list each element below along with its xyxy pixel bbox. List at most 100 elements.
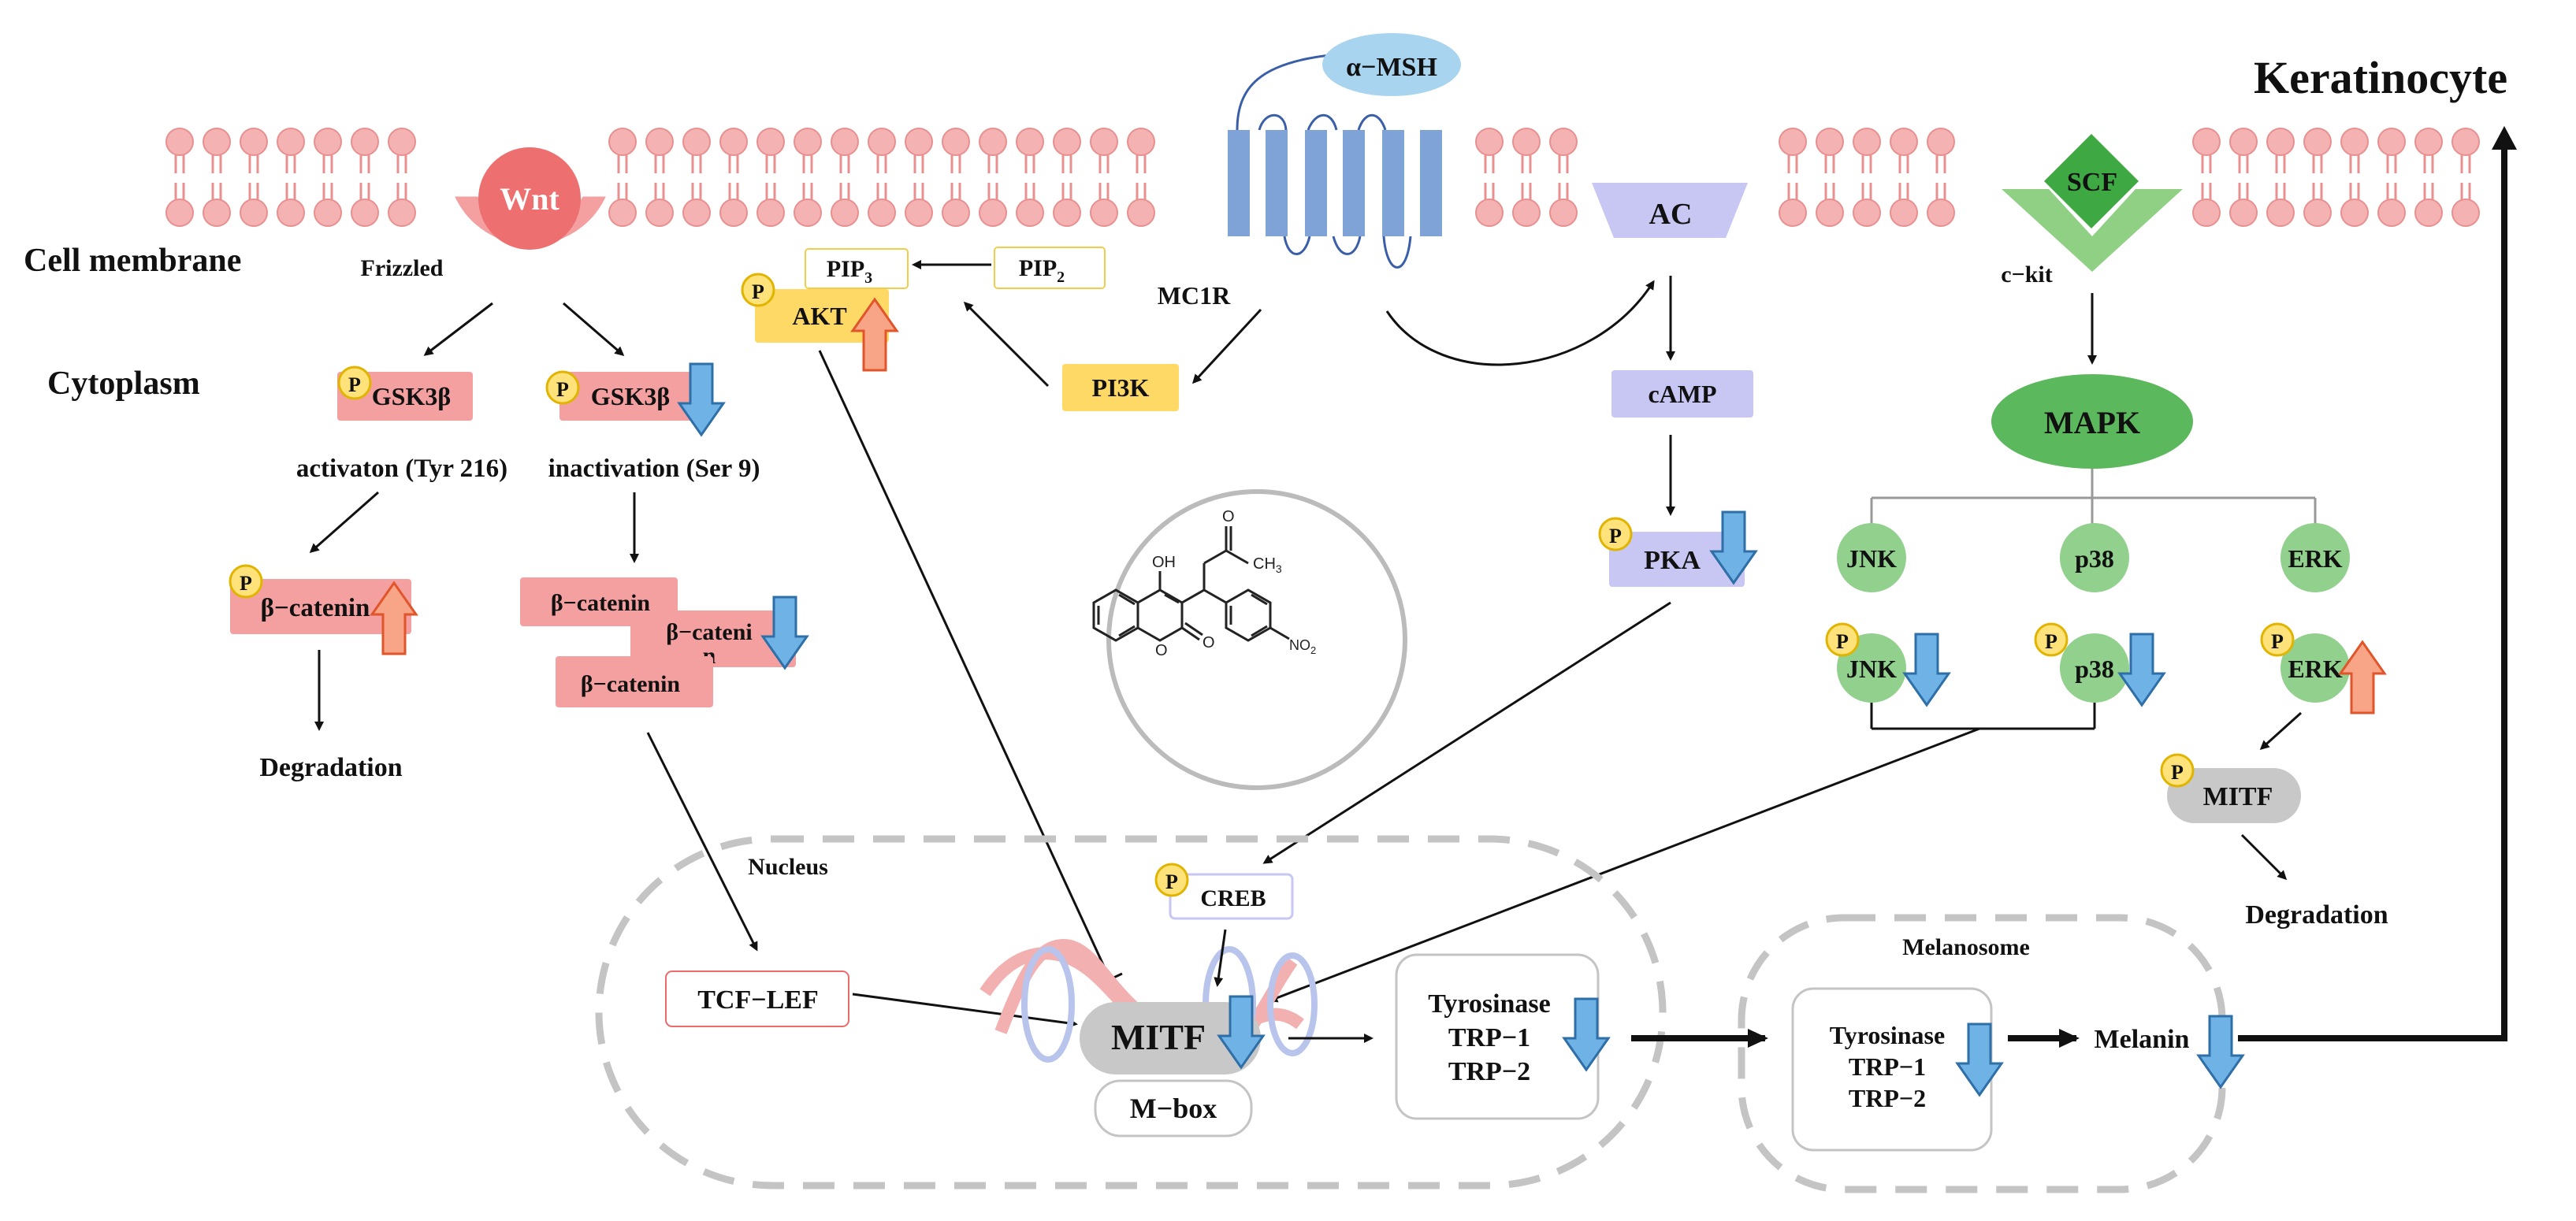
phospho-badge: P bbox=[545, 370, 580, 405]
genes-box-nucleus: Tyrosinase TRP−1 TRP−2 bbox=[1395, 953, 1600, 1120]
gsk3b-inactive-box: GSK3β bbox=[559, 372, 695, 421]
svg-text:PIP3: PIP3 bbox=[827, 256, 872, 287]
pka-box: PKA bbox=[1609, 532, 1745, 587]
p38-node: p38 bbox=[2060, 523, 2129, 592]
arrowhead-keratinocyte bbox=[2492, 126, 2517, 150]
lipid-molecule bbox=[645, 127, 675, 228]
svg-text:O: O bbox=[1203, 634, 1215, 651]
lipid-molecule bbox=[756, 127, 786, 228]
phospho-badge: P bbox=[2260, 622, 2295, 657]
pip3-box: PIP3 bbox=[805, 248, 909, 289]
p38-phospho-node: p38 bbox=[2060, 633, 2129, 703]
lipid-molecule bbox=[793, 127, 823, 228]
svg-text:TRP−2: TRP−2 bbox=[1448, 1057, 1530, 1086]
compound-structure: OH CH3 O O O NO2 bbox=[1092, 489, 1407, 790]
phospho-badge: P bbox=[337, 366, 372, 400]
lipid-molecule bbox=[1089, 127, 1119, 228]
lipid-molecule bbox=[165, 127, 195, 228]
ac-enzyme: AC bbox=[1592, 183, 1748, 238]
lipid-molecule bbox=[867, 127, 897, 228]
svg-text:PIP2: PIP2 bbox=[1019, 255, 1065, 286]
activation-label: activaton (Tyr 216) bbox=[296, 455, 507, 483]
lipid-molecule bbox=[1889, 127, 1919, 228]
lipid-molecule bbox=[2228, 127, 2258, 228]
lipid-molecule bbox=[1052, 127, 1082, 228]
svg-text:M−box: M−box bbox=[1130, 1093, 1217, 1124]
svg-text:P: P bbox=[1165, 870, 1178, 893]
svg-text:JNK: JNK bbox=[1846, 544, 1897, 573]
svg-text:P: P bbox=[2045, 630, 2057, 653]
lipid-molecule bbox=[2451, 127, 2481, 228]
mapk-branch-lines bbox=[1870, 469, 2317, 529]
gsk3b-inactive-label: GSK3β bbox=[591, 382, 670, 410]
pka-label: PKA bbox=[1644, 546, 1701, 575]
lipid-molecule bbox=[830, 127, 860, 228]
lipid-molecule bbox=[2303, 127, 2333, 228]
lipid-molecule bbox=[904, 127, 934, 228]
creb-box: CREB bbox=[1169, 873, 1294, 920]
svg-text:Tyrosinase: Tyrosinase bbox=[1428, 989, 1551, 1019]
lipid-molecule bbox=[719, 127, 749, 228]
svg-text:ERK: ERK bbox=[2288, 655, 2342, 683]
alpha-msh-ligand: α−MSH bbox=[1322, 33, 1461, 96]
lipid-molecule bbox=[608, 127, 637, 228]
lipid-molecule bbox=[2266, 127, 2295, 228]
erk-node: ERK bbox=[2280, 523, 2350, 592]
cytoplasm-label: Cytoplasm bbox=[47, 366, 200, 402]
jnk-node: JNK bbox=[1837, 523, 1906, 592]
lipid-molecule bbox=[2191, 127, 2221, 228]
svg-text:CH3: CH3 bbox=[1253, 555, 1282, 575]
svg-text:TRP−1: TRP−1 bbox=[1849, 1052, 1926, 1081]
beta-catenin-box: β−catenin bbox=[230, 579, 411, 634]
lipid-molecule bbox=[239, 127, 269, 228]
lipid-molecule bbox=[2340, 127, 2370, 228]
lipid-molecule bbox=[1548, 127, 1578, 228]
svg-text:β−catenin: β−catenin bbox=[581, 671, 681, 697]
lipid-molecule bbox=[1015, 127, 1045, 228]
scf-label: SCF bbox=[2067, 168, 2117, 197]
arrow-mitf-to-degradation bbox=[2240, 833, 2288, 881]
lipid-molecule bbox=[1511, 127, 1541, 228]
arrow-erk-to-mitf bbox=[2259, 711, 2303, 751]
svg-text:p38: p38 bbox=[2075, 544, 2114, 573]
mitf-cytoplasm-box: MITF bbox=[2167, 768, 2301, 823]
frizzled-label: Frizzled bbox=[361, 255, 444, 281]
mbox-box: M−box bbox=[1094, 1079, 1253, 1137]
mitf-nucleus-box: MITF bbox=[1080, 1002, 1261, 1074]
svg-text:P: P bbox=[2271, 630, 2284, 653]
arrow-pi3k-to-akt bbox=[963, 301, 1050, 388]
arrow-jnk-p38-to-mitf bbox=[1268, 727, 1980, 1003]
svg-text:P: P bbox=[752, 280, 764, 303]
arrow-mc1r-to-pi3k bbox=[1191, 308, 1262, 384]
phospho-badge: P bbox=[1598, 517, 1633, 551]
svg-text:p38: p38 bbox=[2075, 655, 2114, 683]
mc1r-label: MC1R bbox=[1158, 281, 1231, 310]
svg-text:MITF: MITF bbox=[2203, 782, 2273, 811]
melanin-label: Melanin bbox=[2095, 1025, 2190, 1054]
lipid-molecule bbox=[2414, 127, 2444, 228]
lipid-molecule bbox=[978, 127, 1008, 228]
phospho-badge: P bbox=[1825, 622, 1860, 657]
svg-text:P: P bbox=[2171, 761, 2184, 784]
melanosome-label: Melanosome bbox=[1902, 934, 2030, 960]
lipid-molecule bbox=[2377, 127, 2407, 228]
arrow-wnt-to-gsk3b-inactive bbox=[563, 302, 625, 356]
svg-text:TCF−LEF: TCF−LEF bbox=[697, 985, 819, 1015]
svg-text:P: P bbox=[348, 373, 361, 396]
pip2-box: PIP2 bbox=[994, 247, 1106, 289]
beta-catenin-stack: β−catenin β−cateni n β−catenin bbox=[520, 577, 796, 707]
lipid-molecule bbox=[387, 127, 417, 228]
keratinocyte-label: Keratinocyte bbox=[2254, 52, 2507, 103]
arrow-melanin-to-keratinocyte bbox=[2238, 142, 2507, 1041]
arrow-bcatenin-to-tcf bbox=[646, 732, 758, 952]
svg-text:CREB: CREB bbox=[1200, 885, 1266, 911]
svg-text:TRP−2: TRP−2 bbox=[1849, 1084, 1926, 1112]
scf-ckit: SCF bbox=[2002, 134, 2183, 272]
lipid-molecule bbox=[1474, 127, 1504, 228]
lipid-molecule bbox=[276, 127, 306, 228]
svg-text:O: O bbox=[1222, 508, 1235, 525]
phospho-badge: P bbox=[1154, 863, 1189, 897]
lipid-molecule bbox=[1815, 127, 1845, 228]
svg-text:β−cateni: β−cateni bbox=[666, 619, 753, 645]
lipid-molecule bbox=[1852, 127, 1882, 228]
